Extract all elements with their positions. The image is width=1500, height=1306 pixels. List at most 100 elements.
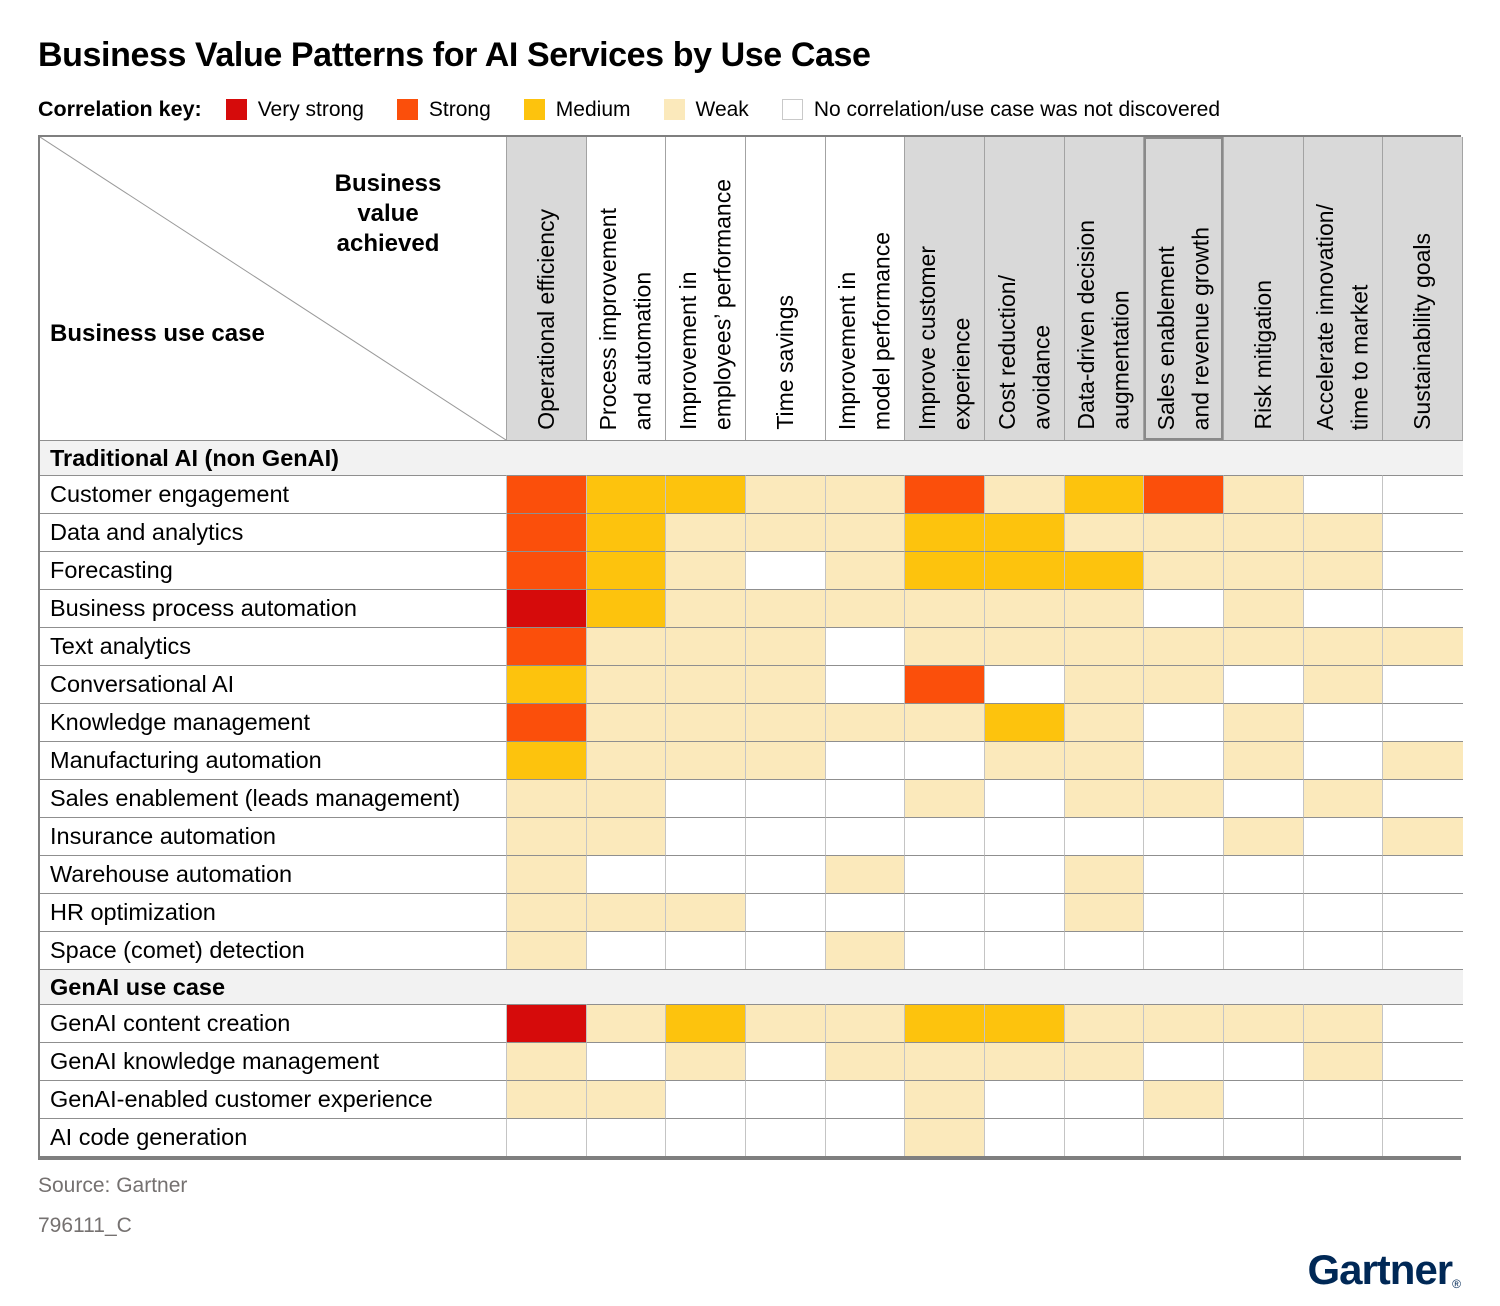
corner-label-business-use-case: Business use case: [50, 320, 265, 347]
row-label: Business process automation: [40, 589, 507, 627]
matrix-cell: [586, 475, 667, 513]
legend-item: Strong: [396, 98, 491, 122]
column-header: Operational efficiency: [507, 137, 587, 440]
matrix-cell: [1223, 475, 1304, 513]
matrix-cell: [1144, 551, 1224, 589]
column-header-label: Risk mitigation: [1249, 280, 1276, 430]
matrix-cell: [586, 589, 667, 627]
matrix-cell: [586, 665, 667, 703]
matrix-cell: [507, 931, 587, 969]
matrix-cell: [745, 1080, 826, 1118]
page-title: Business Value Patterns for AI Services …: [38, 36, 871, 74]
matrix-cell: [666, 589, 746, 627]
matrix-cell: [1144, 475, 1224, 513]
diagonal-divider-line: [40, 137, 506, 440]
row-label: Knowledge management: [40, 703, 507, 741]
matrix-cell: [1144, 1080, 1224, 1118]
matrix-cell: [905, 703, 985, 741]
matrix-cell: [666, 513, 746, 551]
legend-item: Weak: [663, 97, 749, 122]
matrix-cell: [1064, 589, 1145, 627]
matrix-cell: [1064, 475, 1145, 513]
matrix-cell: [745, 931, 826, 969]
matrix-cell: [586, 779, 667, 817]
matrix-cell: [586, 551, 667, 589]
matrix-cell: [984, 931, 1065, 969]
matrix-cell: [905, 627, 985, 665]
matrix-cell: [666, 1004, 746, 1042]
column-header: Process improvement and automation: [586, 137, 667, 440]
matrix-cell: [905, 1004, 985, 1042]
matrix-cell: [666, 665, 746, 703]
matrix-cell: [825, 703, 906, 741]
matrix-cell: [1144, 703, 1224, 741]
matrix-cell: [984, 855, 1065, 893]
legend-swatch-s: [396, 99, 418, 120]
matrix-cell: [905, 513, 985, 551]
matrix-cell: [1064, 1042, 1145, 1080]
matrix-cell: [507, 589, 587, 627]
matrix-cell: [1144, 893, 1224, 931]
matrix-cell: [984, 893, 1065, 931]
matrix-cell: [825, 513, 906, 551]
matrix-cell: [1223, 627, 1304, 665]
gartner-logo-text: Gartner: [1307, 1246, 1453, 1293]
matrix-cell: [507, 703, 587, 741]
column-header: Sales enablement and revenue growth: [1144, 137, 1224, 440]
matrix-cell: [507, 665, 587, 703]
row-label: Conversational AI: [40, 665, 507, 703]
row-label: GenAI knowledge management: [40, 1042, 507, 1080]
matrix-cell: [825, 1080, 906, 1118]
matrix-cell: [1303, 475, 1384, 513]
matrix-cell: [745, 893, 826, 931]
matrix-cell: [825, 817, 906, 855]
matrix-cell: [1064, 779, 1145, 817]
corner-label-business-value-achieved: Business value achieved: [334, 170, 442, 257]
heatmap-matrix: Business value achieved Business use cas…: [38, 135, 1463, 1160]
row-label: Forecasting: [40, 551, 507, 589]
matrix-cell: [1383, 627, 1463, 665]
legend-item: Medium: [523, 97, 631, 122]
matrix-cell: [507, 627, 587, 665]
legend-item-label: Medium: [555, 97, 631, 121]
matrix-cell: [1383, 1004, 1463, 1042]
matrix-cell: [825, 855, 906, 893]
matrix-cell: [666, 1042, 746, 1080]
matrix-cell: [1303, 1004, 1384, 1042]
matrix-cell: [1223, 1080, 1304, 1118]
matrix-cell: [666, 475, 746, 513]
matrix-cell: [984, 627, 1065, 665]
matrix-cell: [984, 703, 1065, 741]
matrix-cell: [666, 931, 746, 969]
row-label: GenAI-enabled customer experience: [40, 1080, 507, 1118]
matrix-cell: [1064, 513, 1145, 551]
matrix-cell: [507, 741, 587, 779]
matrix-cell: [905, 665, 985, 703]
column-header: Cost reduction/ avoidance: [984, 137, 1065, 440]
matrix-cell: [825, 665, 906, 703]
matrix-cell: [666, 893, 746, 931]
matrix-cell: [825, 551, 906, 589]
legend-item-label: Weak: [695, 97, 749, 121]
matrix-cell: [1383, 475, 1463, 513]
matrix-cell: [745, 665, 826, 703]
matrix-cell: [1223, 513, 1304, 551]
matrix-cell: [905, 551, 985, 589]
matrix-cell: [905, 779, 985, 817]
matrix-cell: [1144, 589, 1224, 627]
legend-swatch-m: [523, 99, 545, 120]
matrix-cell: [905, 1042, 985, 1080]
matrix-cell: [507, 1118, 587, 1156]
matrix-cell: [1303, 627, 1384, 665]
matrix-cell: [1064, 1080, 1145, 1118]
matrix-cell: [984, 1118, 1065, 1156]
matrix-cell: [745, 855, 826, 893]
matrix-cell: [507, 1004, 587, 1042]
matrix-cell: [1064, 855, 1145, 893]
matrix-cell: [1223, 665, 1304, 703]
matrix-cell: [507, 855, 587, 893]
matrix-cell: [984, 551, 1065, 589]
row-label: Text analytics: [40, 627, 507, 665]
matrix-cell: [1303, 931, 1384, 969]
matrix-cell: [586, 741, 667, 779]
